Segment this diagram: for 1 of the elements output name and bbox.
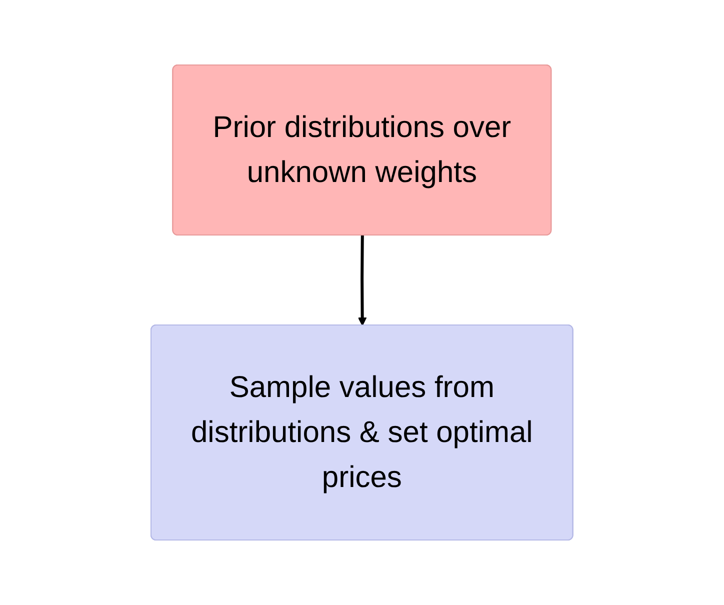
- arrow: [358, 235, 367, 326]
